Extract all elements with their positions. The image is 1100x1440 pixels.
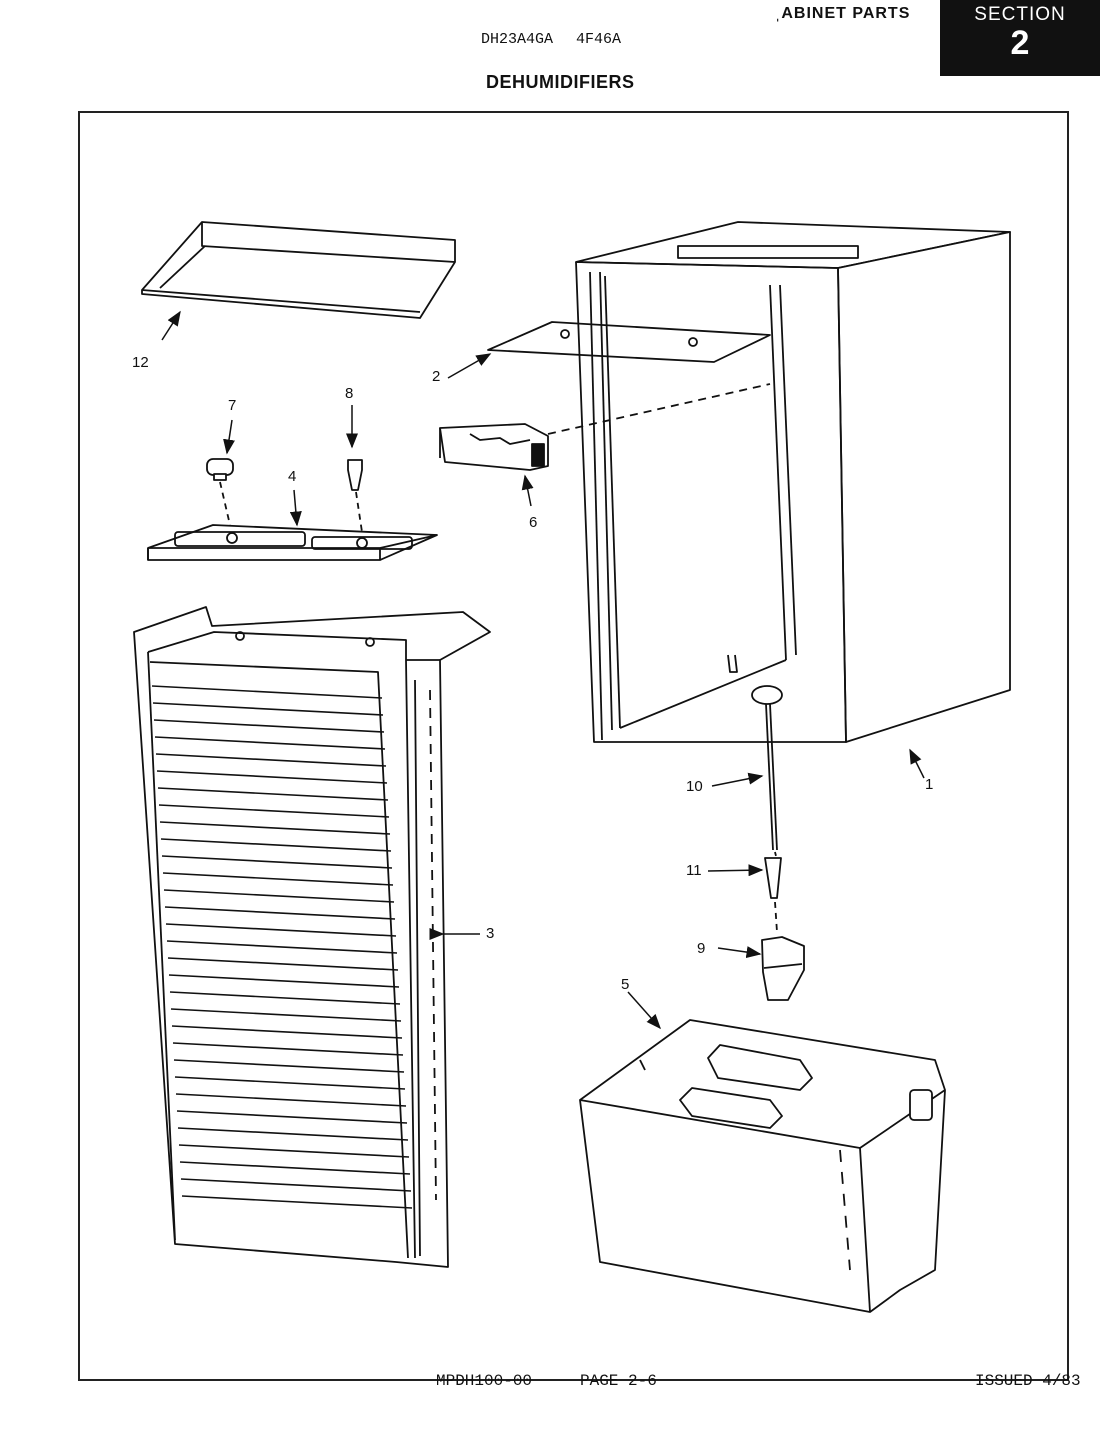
part-8-shaft	[347, 459, 363, 533]
section-badge: SECTION 2	[940, 0, 1100, 76]
callout-3: 3	[486, 925, 495, 942]
callout-2: 2	[432, 368, 441, 385]
part-5-water-bucket	[579, 1019, 946, 1313]
callout-4: 4	[288, 468, 297, 485]
model-number: 4F46A	[576, 31, 622, 48]
callout-8: 8	[345, 385, 354, 402]
document-number: MPDH100-00	[436, 1372, 533, 1390]
part-4-control-panel	[147, 524, 438, 561]
issue-date: ISSUED 4/83	[975, 1372, 1081, 1390]
callout-5: 5	[621, 976, 630, 993]
section-label: SECTION	[974, 4, 1066, 25]
callout-12: 12	[132, 354, 149, 371]
callout-9: 9	[697, 940, 706, 957]
callout-10: 10	[686, 778, 703, 795]
part-12-top-shelf	[141, 221, 456, 319]
leader-arrows	[161, 310, 925, 1030]
model-numbers: DH23A4GA 4F46A	[481, 31, 635, 48]
page-title: DEHUMIDIFIERS	[486, 72, 635, 92]
part-10-float-rod	[751, 685, 783, 861]
section-category: ˌABINET PARTS	[775, 5, 911, 22]
model-number: DH23A4GA	[481, 31, 554, 48]
connection-line	[547, 383, 771, 435]
part-6-control-bracket	[439, 423, 549, 471]
callout-6: 6	[529, 514, 538, 531]
part-9-float	[761, 936, 805, 1001]
part-7-knob	[206, 458, 234, 526]
diagram-frame	[78, 111, 1069, 1381]
callout-1: 1	[925, 776, 934, 793]
section-number: 2	[1010, 24, 1030, 62]
part-3-front-grille	[133, 606, 491, 1268]
part-2-top-plate	[487, 321, 771, 363]
callout-7: 7	[228, 397, 237, 414]
page-number: PAGE 2-6	[580, 1372, 657, 1390]
part-11-plug	[764, 857, 782, 933]
part-1-cabinet	[575, 221, 1011, 743]
callout-11: 11	[686, 862, 702, 879]
